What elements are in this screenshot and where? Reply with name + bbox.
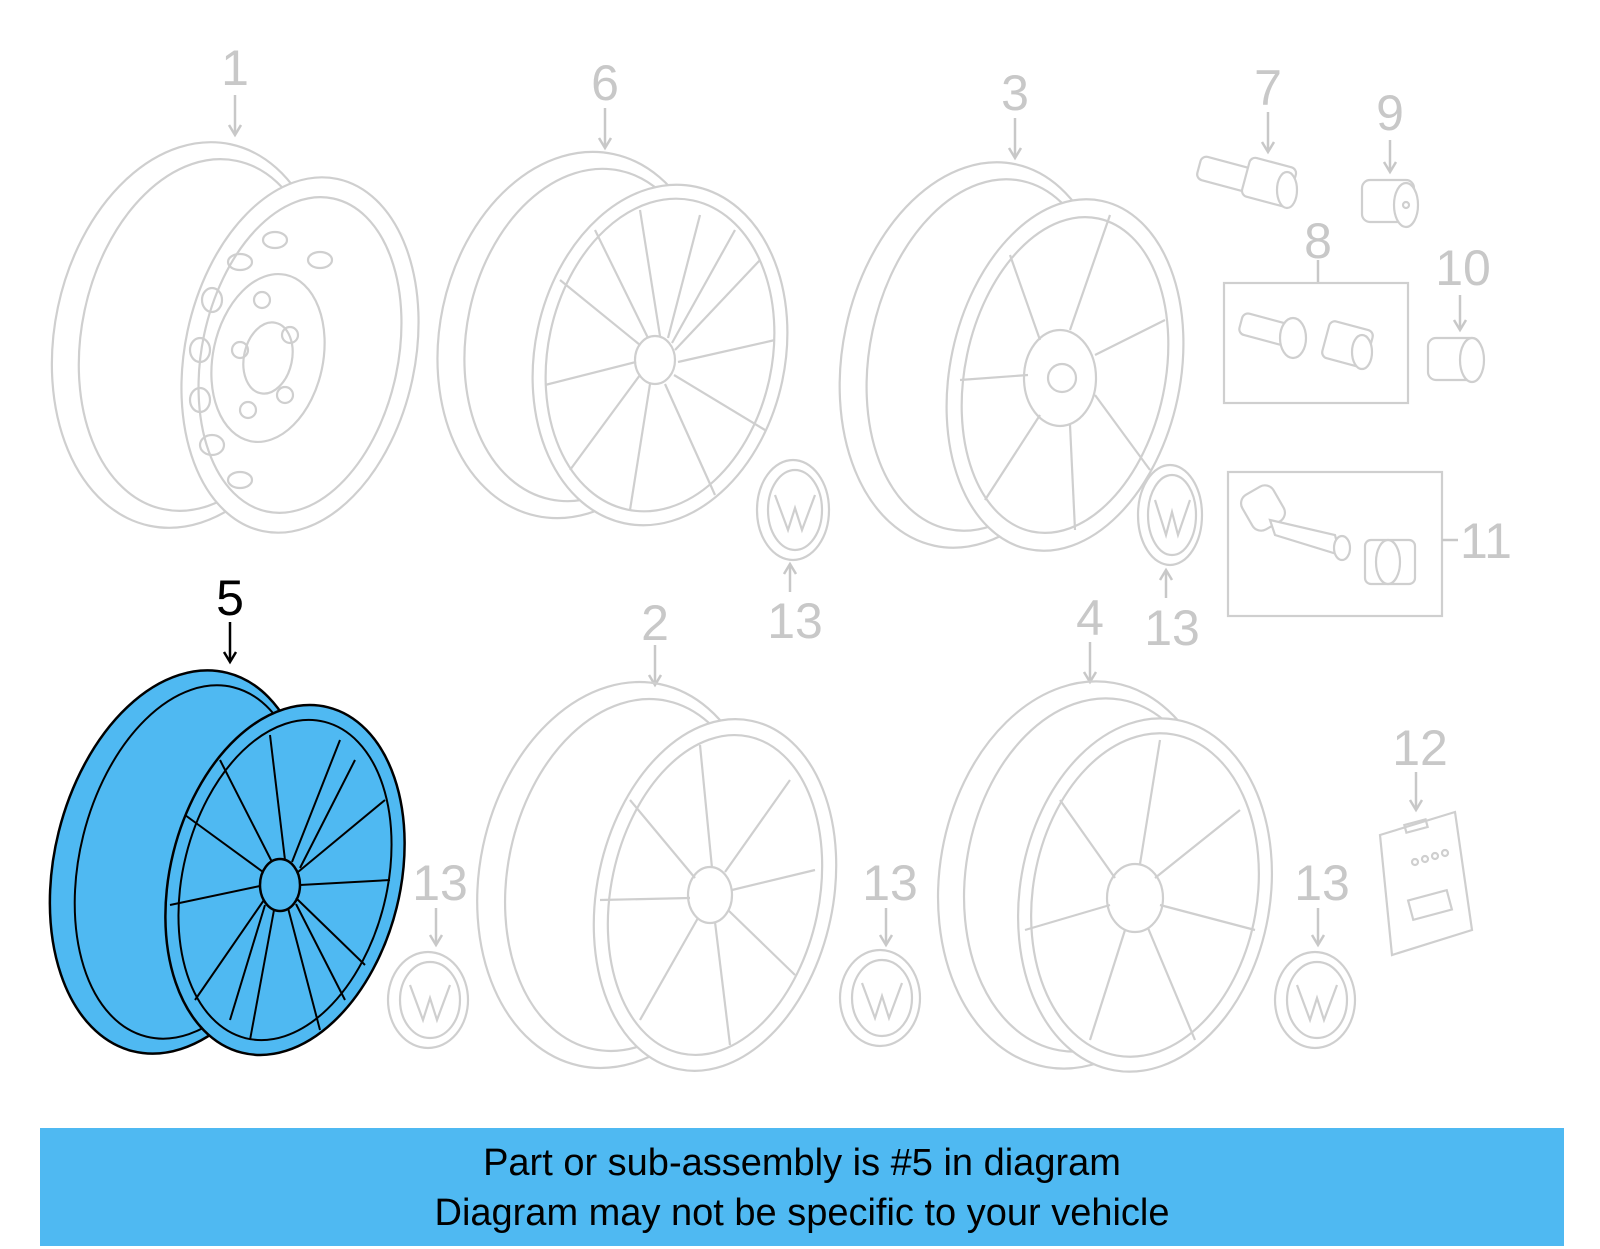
cap-icon [1426,336,1486,384]
callout-13d: 13 [862,855,918,911]
callout-13c: 13 [412,855,468,911]
part-13-emblem-c[interactable]: 13 [386,855,470,1050]
part-13-emblem-e[interactable]: 13 [1273,855,1357,1050]
lug-bolt-icon [1196,155,1299,210]
part-8-lock-bolt-set[interactable]: 8 [1222,213,1410,405]
valve-stem-icon [1239,484,1417,586]
callout-8: 8 [1304,213,1332,269]
cap-icon [1360,178,1420,229]
callout-1: 1 [221,40,249,96]
callout-6: 6 [591,55,619,111]
part-13-emblem-b[interactable]: 13 [1136,463,1204,656]
callout-13e: 13 [1294,855,1350,911]
part-12-label[interactable]: 12 [1378,720,1474,957]
callout-7: 7 [1254,60,1282,116]
callout-5-arrow [222,651,238,665]
banner-line-1: Part or sub-assembly is #5 in diagram [483,1142,1121,1184]
callout-4: 4 [1076,590,1104,646]
part-4-alloy-wheel[interactable]: 4 [908,590,1299,1092]
part-5-alloy-wheel-highlighted[interactable]: 5 [12,570,440,1081]
banner-line-2: Diagram may not be specific to your vehi… [434,1192,1170,1234]
part-11-valve-stem[interactable]: 11 [1226,470,1512,618]
callout-3: 3 [1001,65,1029,121]
callout-7-arrow [1260,141,1276,155]
label-sheet-icon [1378,810,1474,957]
callout-3-arrow [1007,147,1023,161]
info-banner: Part or sub-assembly is #5 in diagram Di… [40,1128,1564,1246]
callout-1-arrow [227,124,243,138]
callout-9-arrow [1382,161,1398,175]
part-13-emblem-a[interactable]: 13 [755,458,831,649]
part-6-alloy-wheel[interactable]: 6 [404,55,818,549]
part-7-lug-bolt[interactable]: 7 [1196,60,1299,210]
part-10-cap[interactable]: 10 [1426,240,1491,384]
part-3-alloy-wheel[interactable]: 3 [805,65,1214,573]
callout-13b: 13 [1144,600,1200,656]
callout-5: 5 [216,570,244,626]
callout-11: 11 [1460,513,1512,569]
callout-9: 9 [1376,85,1404,141]
part-13-emblem-d[interactable]: 13 [838,855,922,1048]
part-2-alloy-wheel[interactable]: 2 [443,595,868,1095]
callout-10: 10 [1435,240,1491,296]
part-9-cap[interactable]: 9 [1360,85,1420,229]
callout-6-arrow [597,137,613,151]
callout-12: 12 [1392,720,1448,776]
part-1-steel-wheel[interactable]: 1 [17,40,450,555]
callout-13a: 13 [767,593,823,649]
callout-2: 2 [641,595,669,651]
callout-10-arrow [1452,319,1468,333]
